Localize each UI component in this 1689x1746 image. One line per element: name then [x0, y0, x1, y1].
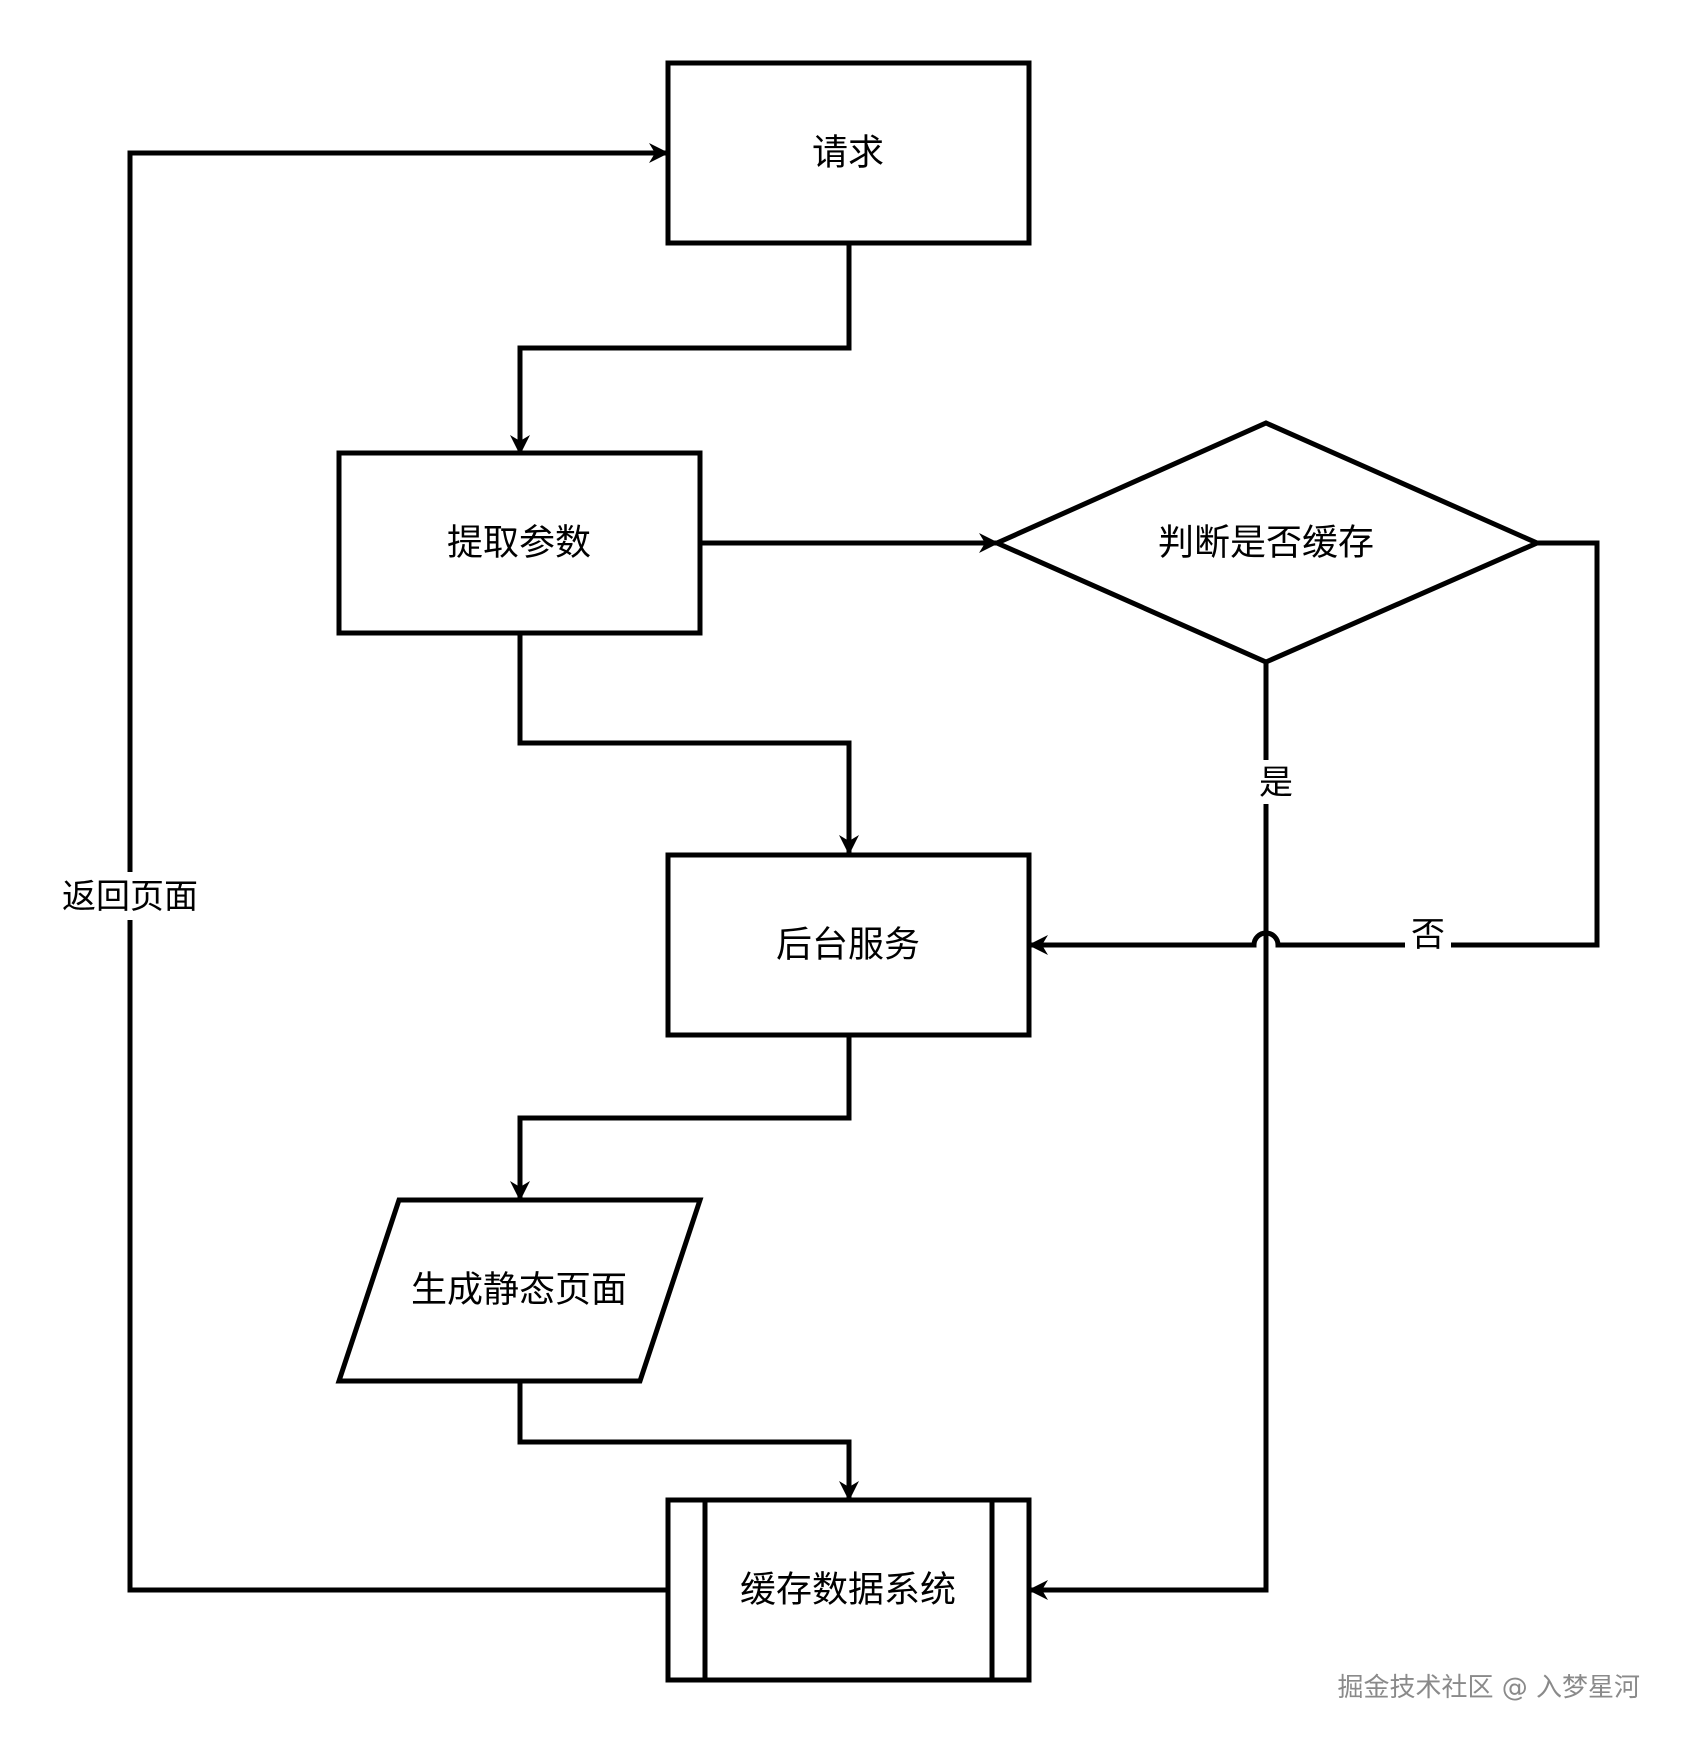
- request-label: 请求: [812, 133, 884, 174]
- node-request: [665, 60, 1032, 246]
- edge-generate-to-cache: [517, 1382, 859, 1501]
- check-cache-label: 判断是否缓存: [1158, 523, 1374, 564]
- edge-request-to-extract: [510, 243, 852, 455]
- no-label-bg: [1405, 920, 1451, 966]
- extract-params-label: 提取参数: [447, 523, 591, 564]
- node-generate-static-page: [335, 1197, 704, 1384]
- node-backend-service: [665, 852, 1032, 1038]
- yes-edge-label: 是: [1259, 763, 1293, 803]
- backend-service-label: 后台服务: [776, 925, 920, 966]
- return-page-edge-label: 返回页面: [62, 877, 198, 917]
- node-check-cache-diamond: [990, 420, 1544, 665]
- edge-extract-to-backend: [517, 633, 859, 855]
- edge-backend-to-generate: [510, 1036, 852, 1201]
- no-edge-label: 否: [1411, 915, 1445, 955]
- node-cache-data-system: [665, 1497, 1032, 1683]
- edge-cache-return-to-request: [127, 143, 669, 1593]
- cache-data-system-label: 缓存数据系统: [740, 1570, 956, 1611]
- watermark-text: 掘金技术社区 @ 入梦星河: [1337, 1673, 1640, 1703]
- edge-decision-no-to-backend: [1028, 540, 1600, 955]
- node-extract-params: [336, 450, 703, 636]
- generate-static-page-label: 生成静态页面: [411, 1270, 627, 1311]
- return-label-bg: [55, 872, 205, 920]
- edge-decision-yes-to-cache: [1028, 662, 1269, 1600]
- yes-label-bg: [1252, 760, 1282, 804]
